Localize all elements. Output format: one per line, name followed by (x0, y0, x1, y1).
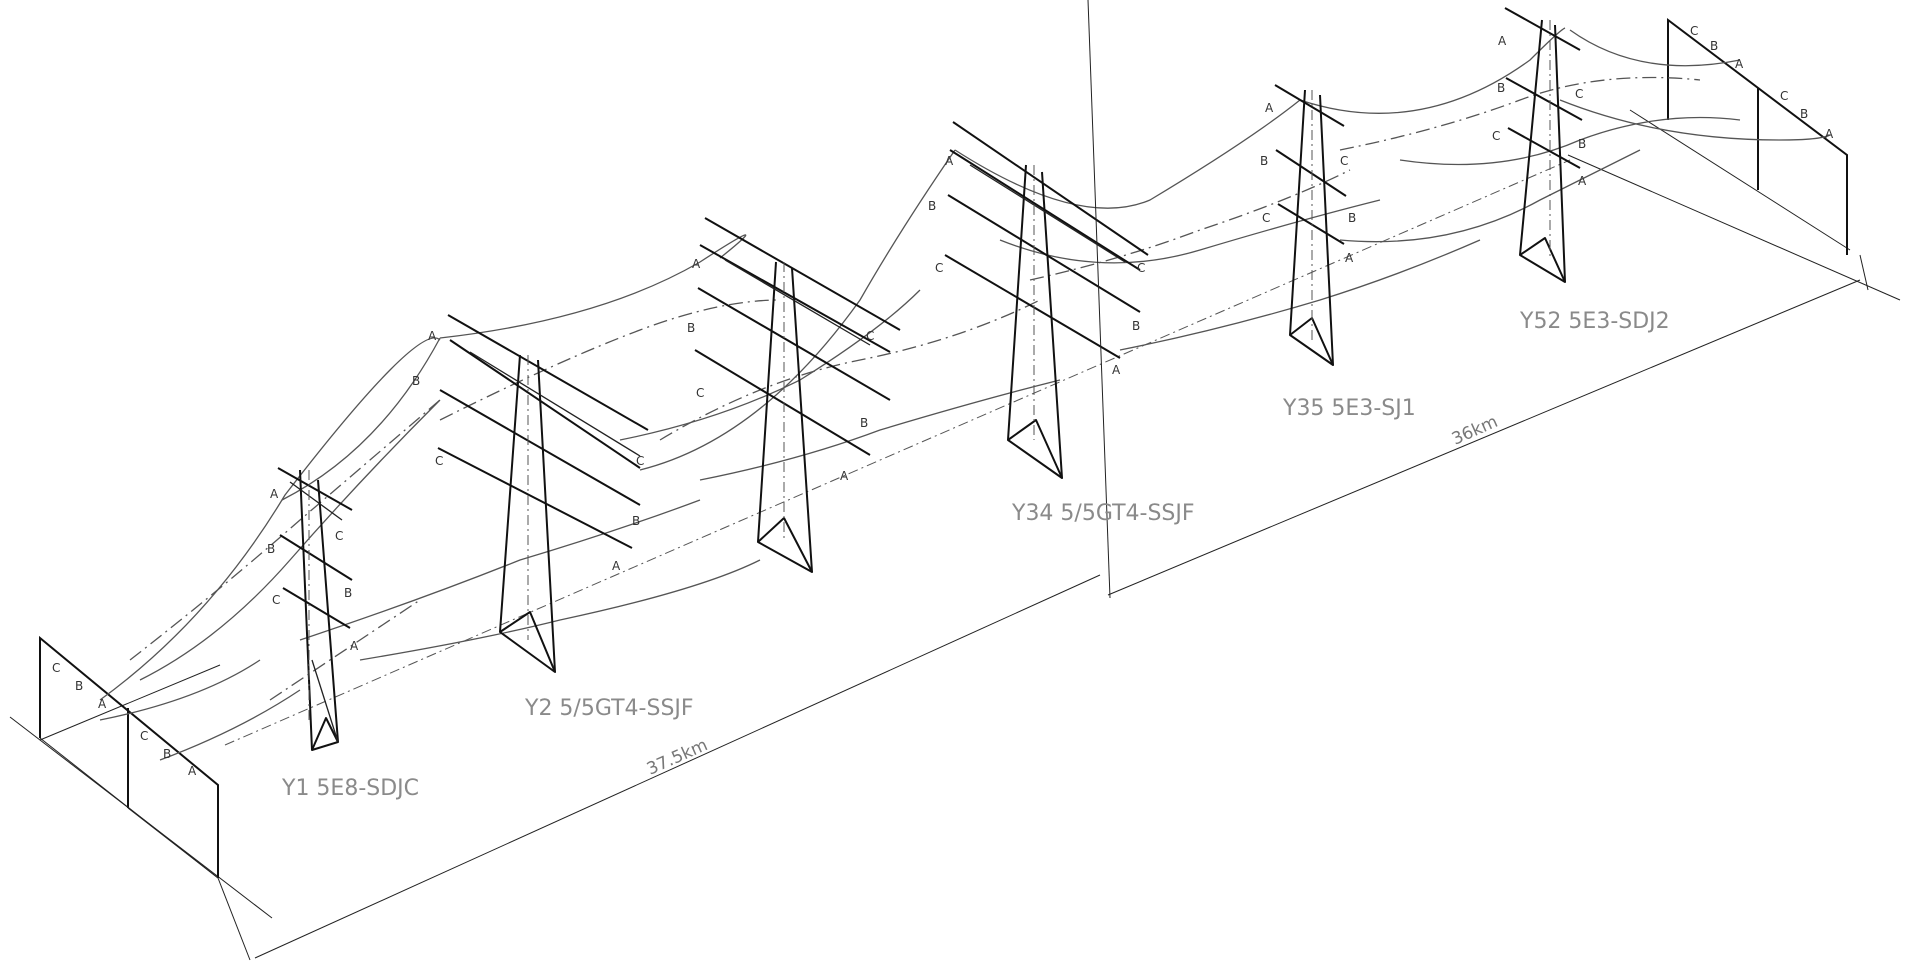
phase-label: C (1262, 211, 1270, 225)
phase-label: A (98, 697, 107, 711)
phase-label: A (1112, 363, 1121, 377)
phase-label: A (188, 764, 197, 778)
phase-label: C (1340, 154, 1348, 168)
phase-label: B (75, 679, 83, 693)
tower-y1 (277, 467, 353, 751)
phase-label: B (344, 586, 352, 600)
phase-label: A (1498, 34, 1507, 48)
phase-label: A (350, 639, 359, 653)
phase-label: A (270, 487, 279, 501)
phase-label: C (140, 729, 148, 743)
tower-label-y2: Y2 5/5GT4-SSJF (524, 696, 694, 721)
phase-label: C (52, 661, 60, 675)
tower-labels: Y1 5E8-SDJC Y2 5/5GT4-SSJF Y34 5/5GT4-SS… (281, 309, 1670, 801)
phase-label: B (1710, 39, 1718, 53)
phase-label: B (632, 514, 640, 528)
distance-label-second: 36km (1449, 412, 1501, 450)
phase-label: C (1492, 129, 1500, 143)
tower-label-y1: Y1 5E8-SDJC (281, 776, 419, 801)
phase-label: A (1578, 174, 1587, 188)
phase-label: B (1578, 137, 1586, 151)
phase-label: A (945, 154, 954, 168)
phase-label: B (267, 542, 275, 556)
phase-label: B (928, 199, 936, 213)
phase-label: B (1132, 319, 1140, 333)
phase-label: A (1825, 127, 1834, 141)
left-gantry (39, 635, 219, 879)
tower-y35 (1274, 84, 1347, 366)
phase-label: A (1345, 251, 1354, 265)
phase-label: B (1348, 211, 1356, 225)
phase-label: A (428, 329, 437, 343)
tower-y2 (437, 314, 649, 673)
route-centerline (224, 159, 1571, 746)
tower-mid (694, 217, 901, 573)
phase-label: A (1265, 101, 1274, 115)
phase-labels: C B A C B A A B C C B A A B C C B A A B … (52, 24, 1834, 778)
phase-label: C (935, 261, 943, 275)
phase-label: B (1260, 154, 1268, 168)
dimension-lines (217, 0, 1869, 961)
phase-label: C (696, 386, 704, 400)
phase-label: A (1735, 57, 1744, 71)
phase-label: B (860, 416, 868, 430)
phase-label: B (412, 374, 420, 388)
phase-label: A (612, 559, 621, 573)
phase-label: C (1780, 89, 1788, 103)
distance-label-first: 37.5km (644, 735, 711, 779)
tower-label-y35: Y35 5E3-SJ1 (1282, 396, 1416, 421)
phase-label: C (866, 329, 874, 343)
phase-label: B (687, 321, 695, 335)
phase-label: C (1690, 24, 1698, 38)
phase-label: A (692, 257, 701, 271)
phase-label: C (636, 454, 644, 468)
phase-label: B (1497, 81, 1505, 95)
phase-label: C (272, 593, 280, 607)
phase-label: C (1137, 261, 1145, 275)
conductors (99, 27, 1831, 761)
tower-y34 (944, 121, 1149, 479)
tower-y52 (1504, 7, 1583, 283)
phase-label: C (435, 454, 443, 468)
tower-label-y52: Y52 5E3-SDJ2 (1519, 309, 1670, 334)
phase-label: C (335, 529, 343, 543)
phase-label: B (1800, 107, 1808, 121)
phase-label: B (163, 747, 171, 761)
phase-label: A (840, 469, 849, 483)
right-gantry (1667, 17, 1848, 255)
tower-label-y34: Y34 5/5GT4-SSJF (1011, 501, 1195, 526)
distance-labels: 37.5km 36km (644, 412, 1501, 780)
phase-label: C (1575, 87, 1583, 101)
